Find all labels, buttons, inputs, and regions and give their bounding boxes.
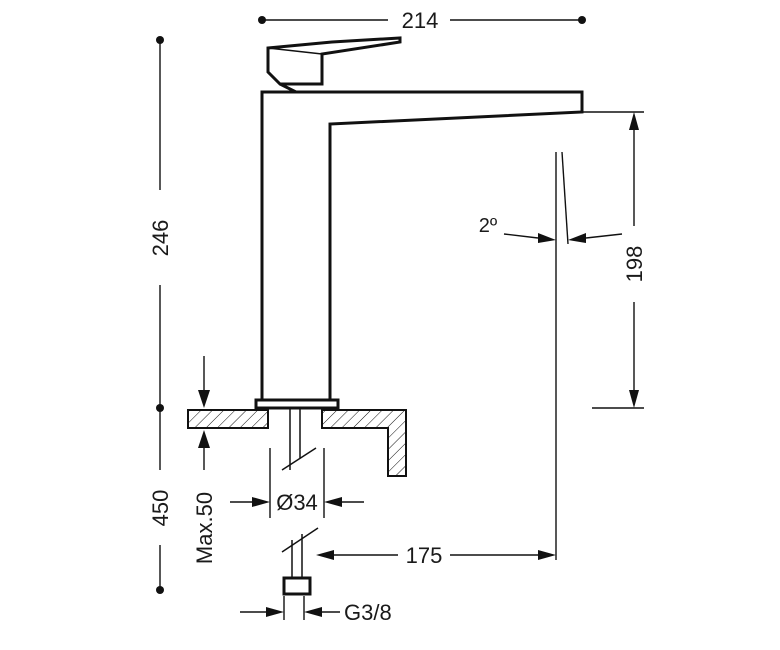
dimension-hole-diameter: Ø34 <box>230 448 364 518</box>
deck-thickness-label: Max.50 <box>192 492 217 564</box>
hose-break-mark <box>281 527 319 553</box>
flow-angled-line <box>561 151 569 245</box>
dimension-total-height: 246 <box>148 36 173 412</box>
deck-hatch-left <box>187 409 269 429</box>
hose-length-label: 450 <box>148 490 173 527</box>
faucet-body <box>254 36 584 410</box>
spout-and-column <box>260 90 584 402</box>
connector-nut <box>282 576 312 596</box>
dimension-width: 214 <box>258 8 586 33</box>
hole-diameter-label: Ø34 <box>276 490 318 515</box>
rod-break-mark <box>281 447 317 471</box>
dimension-deck-thickness: Max.50 <box>192 356 217 564</box>
dimension-spout-reach: 175 <box>316 543 556 568</box>
dim-dot-right <box>578 16 586 24</box>
spout-reach-label: 175 <box>406 543 443 568</box>
total-height-label: 246 <box>148 220 173 257</box>
deck-section <box>187 408 407 596</box>
dimension-hose-length: 450 <box>148 408 173 594</box>
lever-handle-detail <box>267 47 323 55</box>
base-flange <box>254 398 340 410</box>
spout-height-label: 198 <box>622 246 647 283</box>
overall-width-label: 214 <box>402 8 439 33</box>
dimension-connection: G3/8 <box>240 596 392 625</box>
deck-hatch-right <box>321 409 407 477</box>
spout-angle-label: 2º <box>479 215 498 237</box>
lever-handle <box>266 36 402 86</box>
dimension-spout-height: 198 <box>582 111 647 409</box>
connection-thread-label: G3/8 <box>344 600 392 625</box>
flow-reference: 2º <box>479 151 623 560</box>
